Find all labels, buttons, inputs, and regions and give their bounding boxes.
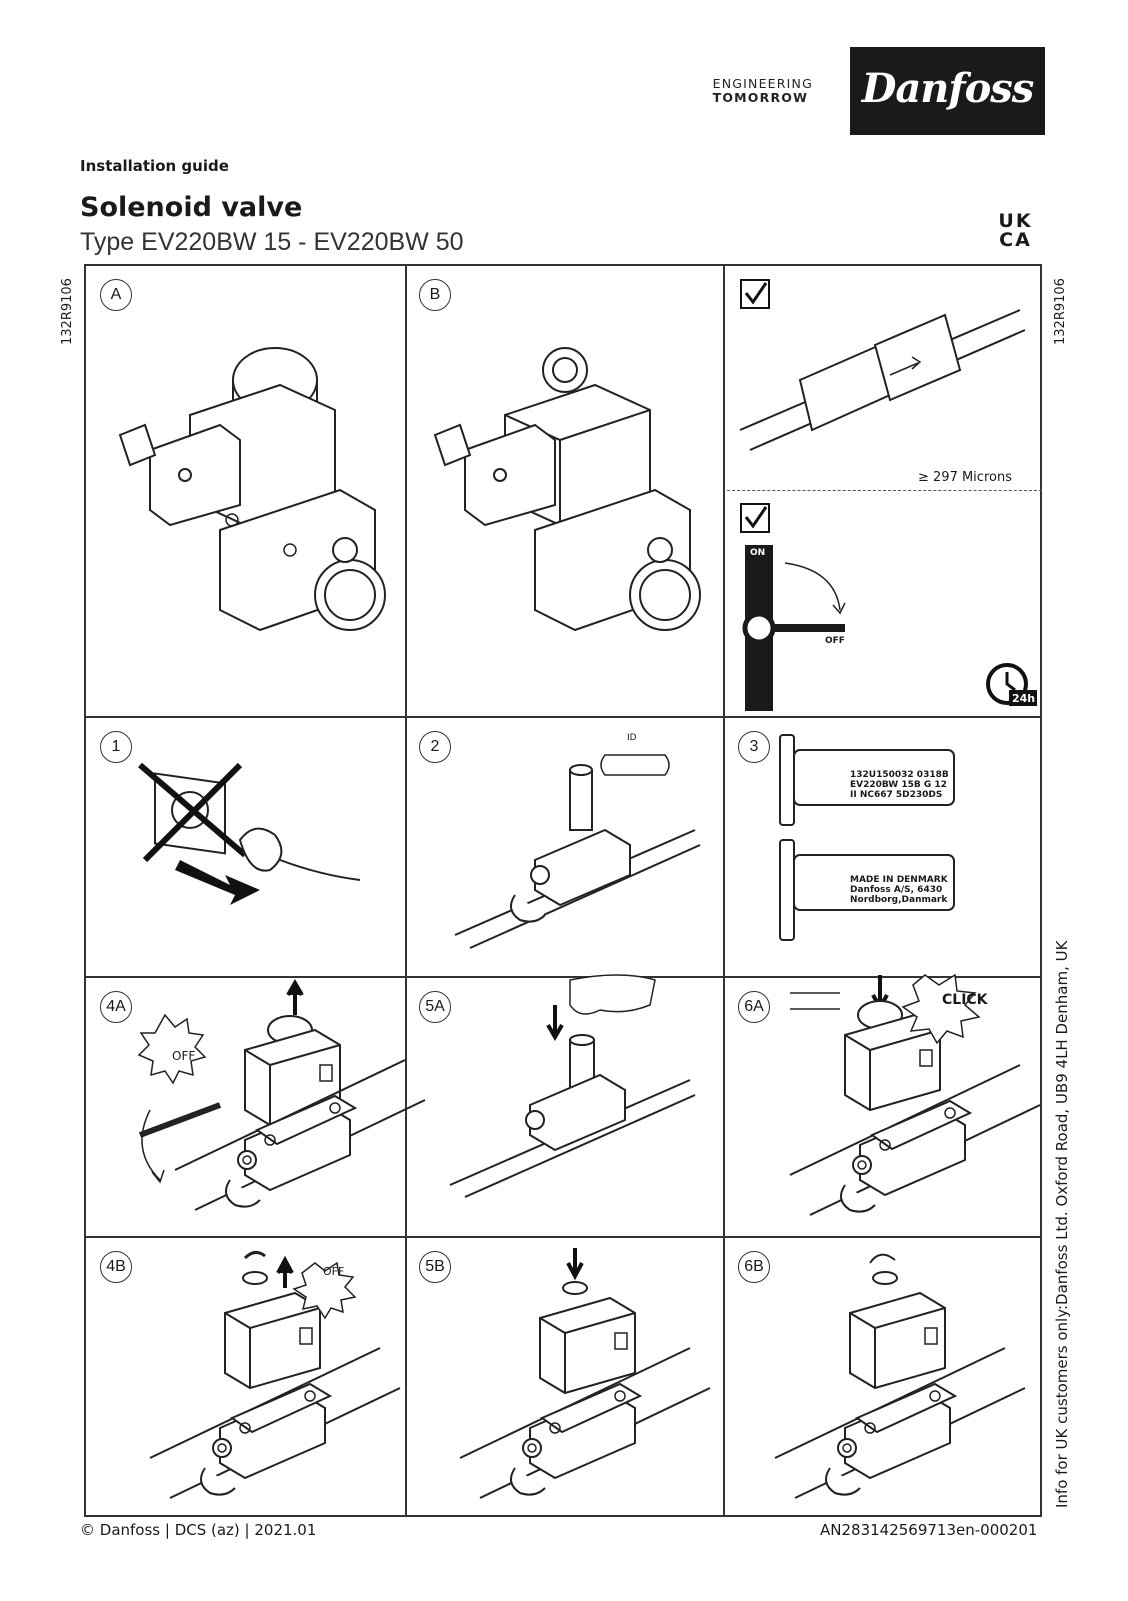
nameplate-bottom-line-3: Nordborg,Danmark [850, 895, 948, 905]
danfoss-logo: Danfoss [850, 47, 1045, 135]
nameplate-top-line-1: 132U150032 0318B [850, 770, 949, 780]
clock-24h-icon [986, 663, 1037, 706]
document-code-left: 132R9106 [60, 278, 75, 345]
document-type: Installation guide [80, 157, 229, 175]
panel-label-3: 3 [738, 731, 770, 763]
clock-24h-label: 24h [1012, 692, 1036, 705]
checkbox-filter [740, 279, 770, 309]
nameplate-bottom-text: MADE IN DENMARK Danfoss A/S, 6430 Nordbo… [850, 875, 948, 905]
ukca-line-2: CA [999, 229, 1032, 251]
grid-divider-v1 [405, 266, 407, 1515]
panel-label-5b: 5B [419, 1251, 451, 1283]
panel-label-4b: 4B [100, 1251, 132, 1283]
panel-label-1: 1 [100, 731, 132, 763]
remove-nut-illustration [149, 1251, 401, 1499]
slogan-line-1: ENGINEERING [712, 76, 813, 91]
switch-off-label: OFF [825, 636, 845, 646]
footer-copyright: © Danfoss | DCS (az) | 2021.01 [80, 1521, 317, 1539]
filter-mesh-note: ≥ 297 Microns [918, 470, 1012, 485]
remove-coil-illustration [137, 979, 426, 1211]
nameplate-bottom-line-1: MADE IN DENMARK [850, 875, 948, 885]
page-subtitle: Type EV220BW 15 - EV220BW 50 [80, 228, 464, 256]
footer-document-number: AN283142569713en-000201 [820, 1521, 1038, 1539]
panel-label-4a: 4A [100, 991, 132, 1023]
nameplate-top-line-2: EV220BW 15B G 12 [850, 780, 947, 790]
mount-coil-illustration [789, 973, 1041, 1216]
nameplate-labels-illustration [779, 734, 955, 941]
power-switch-illustration [742, 545, 846, 711]
ukca-mark: UK CA [993, 212, 1038, 250]
grid-divider-h1 [86, 716, 1040, 718]
panel-label-6b: 6B [738, 1251, 770, 1283]
panel-label-a: A [100, 279, 132, 311]
click-burst-label: CLICK [942, 992, 988, 1008]
panel-label-2: 2 [419, 731, 451, 763]
ukca-line-1: UK [998, 210, 1033, 232]
filter-pipe-illustration [739, 309, 1026, 451]
grid-divider-h2 [86, 976, 1040, 978]
page-title: Solenoid valve [80, 192, 303, 223]
panel-label-5a: 5A [419, 991, 451, 1023]
filter-inspection-illustration [454, 754, 701, 949]
tighten-nut-illustration [774, 1253, 1026, 1499]
id-label: ID [627, 733, 637, 743]
checkmark-icon [744, 506, 768, 529]
panel-check-divider [727, 490, 1042, 491]
grid-divider-v2 [723, 266, 725, 1515]
instruction-grid [84, 264, 1042, 1517]
off-burst-label-4a: OFF [172, 1049, 196, 1063]
slogan-line-2: TOMORROW [712, 90, 809, 105]
switch-on-label: ON [750, 548, 766, 558]
insert-armature-illustration [449, 974, 696, 1198]
nameplate-bottom-line-2: Danfoss A/S, 6430 [850, 885, 943, 895]
nameplate-top-text: 132U150032 0318B EV220BW 15B G 12 II NC6… [850, 770, 949, 800]
engineering-tomorrow-slogan: ENGINEERING TOMORROW [713, 77, 813, 105]
unplug-illustration [138, 762, 361, 905]
nameplate-top-line-3: II NC667 5D230DS [850, 790, 943, 800]
off-burst-label-4b: OFF [323, 1265, 345, 1278]
checkbox-power [740, 503, 770, 533]
fit-nut-illustration [459, 1248, 711, 1499]
checkmark-icon [744, 282, 768, 305]
uk-customer-info: Info for UK customers only:Danfoss Ltd. … [1053, 940, 1071, 1508]
valve-illustration-a [118, 347, 386, 632]
danfoss-logo-text: Danfoss [861, 65, 1035, 112]
valve-illustration-b [433, 347, 701, 632]
panel-label-b: B [419, 279, 451, 311]
panel-label-6a: 6A [738, 991, 770, 1023]
document-code-right: 132R9106 [1053, 278, 1068, 345]
grid-divider-h3 [86, 1236, 1040, 1238]
